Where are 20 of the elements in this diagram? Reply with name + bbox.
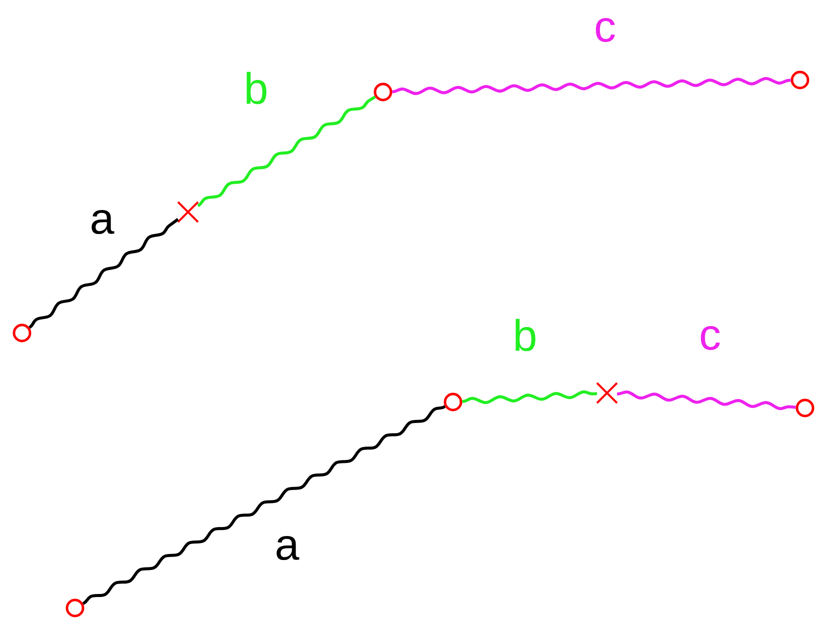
joint-circle	[796, 398, 814, 418]
joint-circle	[12, 324, 32, 342]
wavy-line	[28, 218, 179, 329]
edge-label: b	[516, 318, 536, 352]
edge-label: c	[700, 326, 720, 350]
joint-circle	[374, 82, 392, 102]
wavy-line	[392, 76, 791, 96]
wavy-line	[462, 390, 598, 404]
joint-circle	[790, 70, 810, 90]
cross-mark	[177, 201, 199, 223]
wavy-line	[616, 390, 796, 410]
edge-label: b	[246, 72, 266, 104]
joint-circle	[66, 598, 84, 618]
edge-label: c	[596, 18, 615, 42]
cross-mark	[596, 382, 618, 404]
wavy-line	[82, 405, 446, 605]
edge-label: a	[92, 210, 114, 234]
edge-label: a	[276, 536, 300, 560]
wavy-line	[197, 96, 376, 208]
joint-circle	[444, 392, 462, 412]
